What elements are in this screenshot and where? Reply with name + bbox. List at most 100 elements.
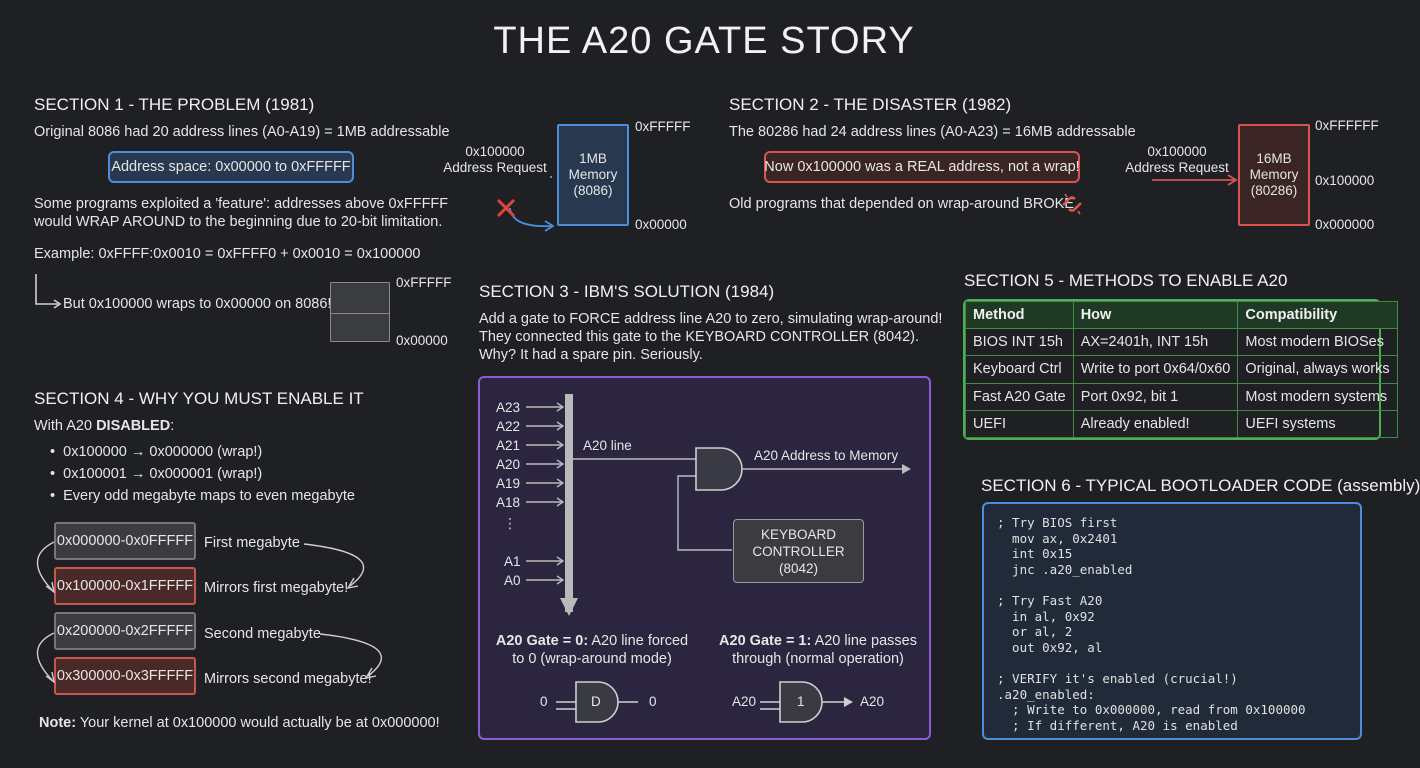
disabled-word: DISABLED xyxy=(96,418,171,434)
address-bus xyxy=(565,394,573,612)
memory-8086-label: Memory xyxy=(568,167,618,182)
section-2-intro: The 80286 had 24 address lines (A0-A23) … xyxy=(729,124,1136,140)
memory-80286-top: 0xFFFFFF xyxy=(1315,118,1379,133)
request-label-1: Address Request xyxy=(443,160,547,175)
table-cell: Original, always works xyxy=(1237,355,1398,384)
wrap-bullet-2: • 0x100001 → 0x000001 (wrap!) xyxy=(50,466,263,482)
section-3-para-3: Why? It had a spare pin. Seriously. xyxy=(479,347,703,363)
section-3-title: SECTION 3 - IBM'S SOLUTION (1984) xyxy=(479,282,775,301)
table-header-how: How xyxy=(1072,300,1239,330)
table-row: UEFI Already enabled! UEFI systems xyxy=(965,409,1398,439)
table-cell: UEFI systems xyxy=(1237,409,1398,439)
disabled-colon: : xyxy=(170,418,175,434)
table-row: Keyboard Ctrl Write to port 0x64/0x60 Or… xyxy=(965,355,1398,384)
section-1-title: SECTION 1 - THE PROBLEM (1981) xyxy=(34,95,315,114)
wrap-memory-top: 0xFFFFF xyxy=(396,275,452,290)
section-3-para-1: Add a gate to FORCE address line A20 to … xyxy=(479,311,943,327)
table-row: BIOS INT 15h AX=2401h, INT 15h Most mode… xyxy=(965,328,1398,357)
table-cell: BIOS INT 15h xyxy=(965,328,1074,357)
memory-80286-cpu: (80286) xyxy=(1250,183,1298,198)
section-1-para-2: would WRAP AROUND to the beginning due t… xyxy=(34,214,443,230)
gate-one-bold: A20 Gate = 1: xyxy=(719,633,812,649)
kbc-line-1: KEYBOARD xyxy=(760,526,837,542)
table-row: Fast A20 Gate Port 0x92, bit 1 Most mode… xyxy=(965,382,1398,411)
gate-zero-input: 0 xyxy=(540,694,548,709)
gate-one-output: A20 xyxy=(860,694,885,709)
section-5-title: SECTION 5 - METHODS TO ENABLE A20 xyxy=(964,271,1288,290)
memory-80286-size: 16MB xyxy=(1256,151,1292,166)
section-1-example: Example: 0xFFFF:0x0010 = 0xFFFF0 + 0x001… xyxy=(34,246,421,262)
line-label-a23: A23 xyxy=(496,400,521,415)
table-cell: Most modern BIOSes xyxy=(1237,328,1398,357)
gate-zero-mid: D xyxy=(591,694,601,709)
table-header-method: Method xyxy=(965,300,1074,330)
broken-link-icon xyxy=(1062,193,1082,215)
disabled-prefix: With A20 xyxy=(34,418,97,434)
svg-text:⋮: ⋮ xyxy=(503,515,517,531)
code-panel: ; Try BIOS first mov ax, 0x2401 int 0x15… xyxy=(982,502,1362,740)
memory-8086-top: 0xFFFFF xyxy=(635,119,691,134)
request-arrow-2 xyxy=(1152,174,1238,186)
output-label: A20 Address to Memory xyxy=(754,448,899,463)
memory-range-row-1: 0x000000-0x0FFFFF xyxy=(54,522,196,560)
address-space-box: Address space: 0x00000 to 0xFFFFF xyxy=(108,151,354,183)
wrap-statement: But 0x100000 wraps to 0x00000 on 8086! xyxy=(63,296,332,312)
gate-zero-output: 0 xyxy=(649,694,657,709)
memory-range-row-4: 0x300000-0x3FFFFF xyxy=(54,657,196,695)
mirror-arrows xyxy=(36,541,382,684)
gate-one-rest: A20 line passes xyxy=(811,633,917,649)
and-gate-icon xyxy=(695,447,743,491)
line-label-a20: A20 xyxy=(496,457,521,472)
methods-table-container: Method How Compatibility BIOS INT 15h AX… xyxy=(963,299,1398,440)
gate-circuit: ⋮ xyxy=(503,394,911,723)
section-1-intro: Original 8086 had 20 address lines (A0-A… xyxy=(34,124,450,140)
line-label-a19: A19 xyxy=(496,476,521,491)
kbc-line-3: (8042) xyxy=(778,560,819,576)
a20-line-label: A20 line xyxy=(583,438,632,453)
memory-80286-mid: 0x100000 xyxy=(1315,173,1375,188)
table-cell: Write to port 0x64/0x60 xyxy=(1072,355,1239,384)
bus-arrowhead xyxy=(560,598,578,616)
wrap-bullet-3-text: Every odd megabyte maps to even megabyte xyxy=(63,488,355,504)
line-label-a22: A22 xyxy=(496,419,521,434)
disabled-heading: With A20 DISABLED: xyxy=(34,418,174,434)
wrap-bullet-1-text: 0x100000 → 0x000000 (wrap!) xyxy=(63,444,263,460)
table-cell: Keyboard Ctrl xyxy=(965,355,1074,384)
kernel-note-bold: Note: xyxy=(39,715,77,731)
real-address-box: Now 0x100000 was a REAL address, not a w… xyxy=(764,151,1080,183)
gate-one-icon xyxy=(760,681,853,723)
table-header-row: Method How Compatibility xyxy=(965,300,1398,330)
gate-one-caption-1: A20 Gate = 1: A20 line passes xyxy=(705,633,931,649)
section-1-para-1: Some programs exploited a 'feature': add… xyxy=(34,196,449,212)
memory-80286-bottom: 0x000000 xyxy=(1315,217,1375,232)
memory-80286-box: 16MB Memory (80286) xyxy=(1238,124,1310,226)
section-6-title: SECTION 6 - TYPICAL BOOTLOADER CODE (ass… xyxy=(981,476,1420,495)
gate-one-mid: 1 xyxy=(797,694,805,709)
wrap-bullet-1: • 0x100000 → 0x000000 (wrap!) xyxy=(50,444,263,460)
request-address-2: 0x100000 xyxy=(1147,144,1207,159)
page-title: THE A20 GATE STORY xyxy=(493,20,915,62)
line-label-a18: A18 xyxy=(496,495,521,510)
memory-8086-cpu: (8086) xyxy=(573,183,613,198)
table-cell: Most modern systems xyxy=(1237,382,1398,411)
memory-range-desc-1: First megabyte xyxy=(204,535,300,551)
table-cell: Fast A20 Gate xyxy=(965,382,1074,411)
wrap-arrow-icon xyxy=(35,274,62,309)
table-cell: UEFI xyxy=(965,409,1074,439)
request-label-2: Address Request xyxy=(1125,160,1229,175)
table-cell: Already enabled! xyxy=(1072,409,1239,439)
gate-one-input: A20 xyxy=(732,694,757,709)
wrap-bullet-3: • Every odd megabyte maps to even megaby… xyxy=(50,488,355,504)
keyboard-controller-box: KEYBOARD CONTROLLER (8042) xyxy=(733,519,864,583)
line-label-a1: A1 xyxy=(504,554,521,569)
memory-80286-label: Memory xyxy=(1249,167,1299,182)
section-3-para-2: They connected this gate to the KEYBOARD… xyxy=(479,329,920,345)
line-label-a21: A21 xyxy=(496,438,521,453)
section-4-title: SECTION 4 - WHY YOU MUST ENABLE IT xyxy=(34,389,364,408)
memory-range-desc-3: Second megabyte xyxy=(204,626,321,642)
section-2-title: SECTION 2 - THE DISASTER (1982) xyxy=(729,95,1012,114)
memory-range-row-2: 0x100000-0x1FFFFF xyxy=(54,567,196,605)
blocked-x-icon xyxy=(496,198,516,218)
table-header-compatibility: Compatibility xyxy=(1237,300,1398,330)
memory-8086-bottom: 0x00000 xyxy=(635,217,687,232)
